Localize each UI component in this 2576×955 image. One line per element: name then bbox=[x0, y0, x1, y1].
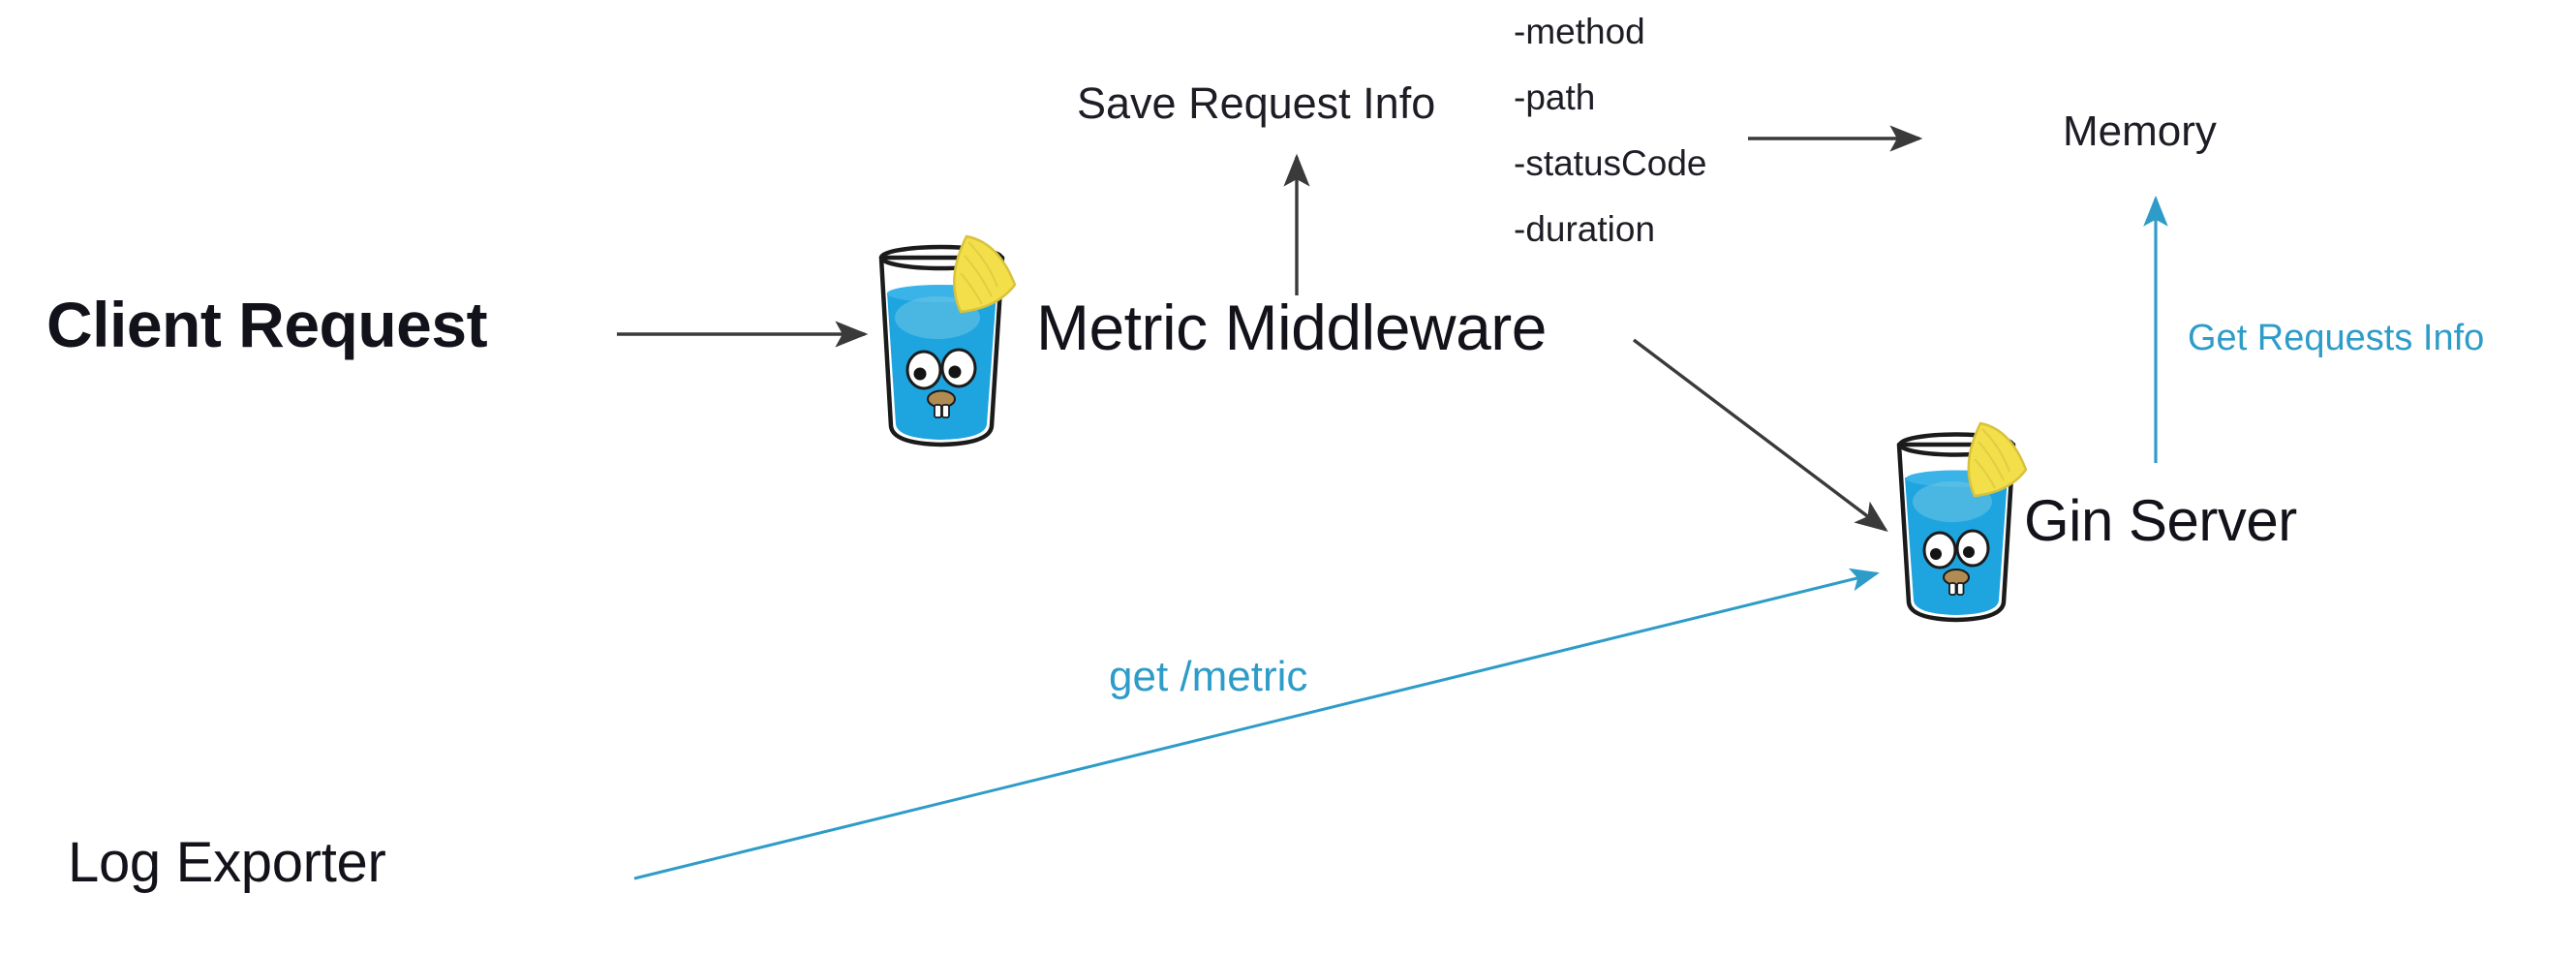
gin-server-gopher-glass-icon bbox=[1874, 412, 2039, 630]
edge-middleware-to-gin-server bbox=[1632, 338, 1888, 533]
attribute-path: -path bbox=[1514, 77, 1596, 117]
attribute-method: -method bbox=[1514, 12, 1645, 51]
node-client-request: Client Request bbox=[46, 289, 488, 360]
node-log-exporter: Log Exporter bbox=[68, 831, 386, 894]
label-get-metric: get /metric bbox=[1109, 653, 1308, 700]
request-attributes-list: -method -path -statusCode -duration bbox=[1514, 0, 1804, 277]
label-get-requests-info: Get Requests Info bbox=[2188, 318, 2485, 358]
node-memory: Memory bbox=[2063, 108, 2217, 155]
label-save-request-info: Save Request Info bbox=[1077, 78, 1436, 128]
edge-log-exporter-to-gin-server bbox=[633, 568, 1880, 880]
middleware-gopher-glass-icon bbox=[852, 223, 1031, 455]
node-metric-middleware: Metric Middleware bbox=[1036, 292, 1547, 363]
attribute-duration: -duration bbox=[1514, 209, 1656, 249]
node-gin-server: Gin Server bbox=[2024, 488, 2297, 553]
attribute-statuscode: -statusCode bbox=[1514, 143, 1707, 183]
